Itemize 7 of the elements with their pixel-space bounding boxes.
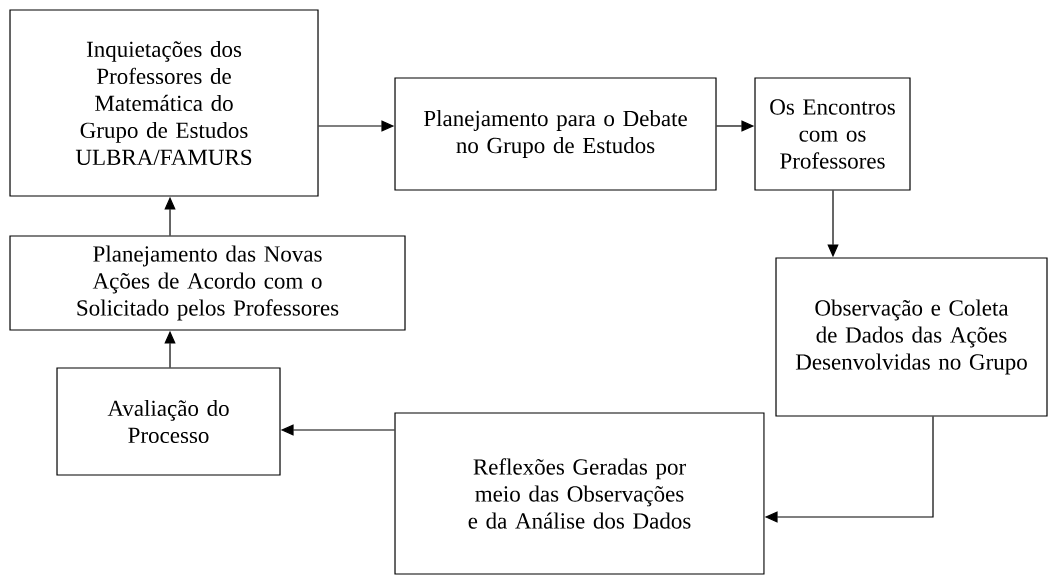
process-box: Observação e Coleta de Dados das Ações Desenvolvidas no Grupo — [775, 257, 1048, 417]
process-box: Inquietações dos Professores de Matemática do Grupo de Estudos ULBRA/FAMURS — [9, 9, 319, 197]
process-box: Planejamento das Novas Ações de Acordo com o Solicitado pelos Professores — [9, 235, 406, 331]
process-box: Reflexões Geradas por meio das Observações e da Análise dos Dados — [394, 412, 765, 575]
process-box: Avaliação do Processo — [56, 367, 281, 476]
process-box: Os Encontros com os Professores — [754, 77, 911, 191]
process-box: Planejamento para o Debate no Grupo de Estudos — [394, 77, 717, 191]
